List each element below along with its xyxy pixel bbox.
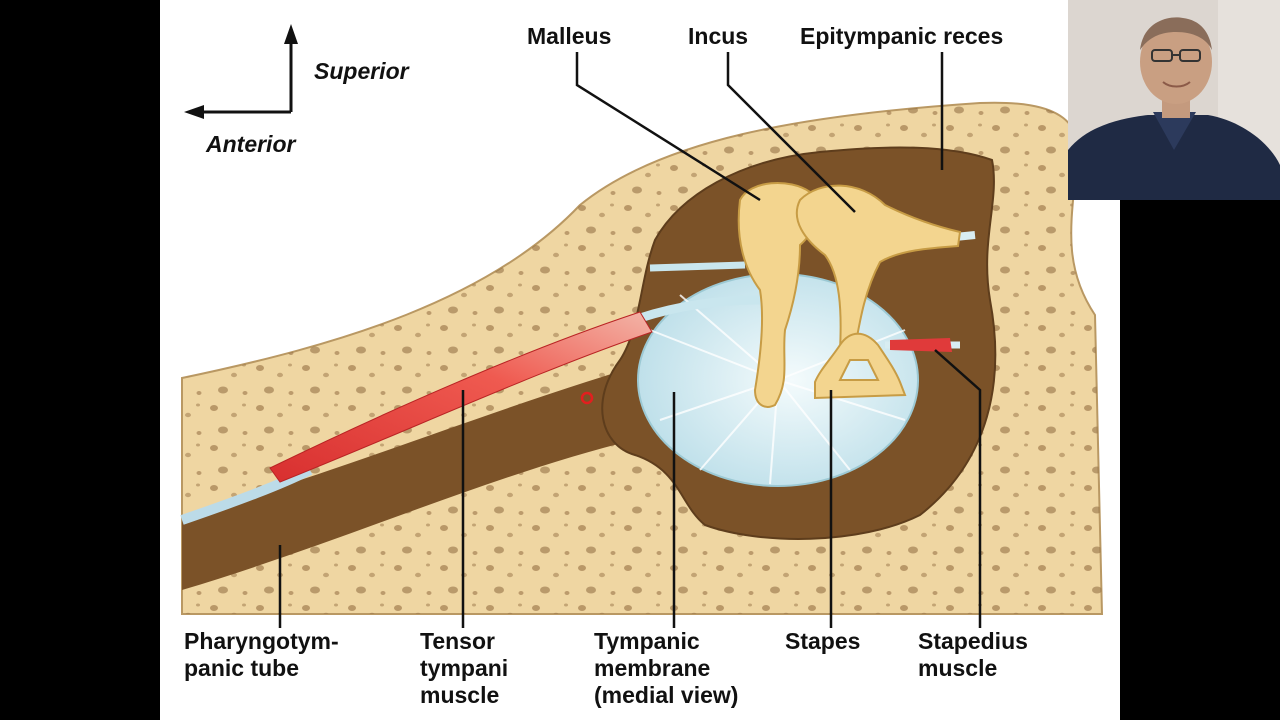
slide: Superior Anterior Malleus Incus Epitympa… <box>160 0 1120 720</box>
stapes-shape <box>814 332 907 400</box>
label-malleus: Malleus <box>527 23 612 49</box>
label-stapedius-muscle: Stapedius muscle <box>918 628 1028 681</box>
leader-lines <box>278 52 982 628</box>
laser-pointer-dot <box>580 391 594 405</box>
presenter-webcam <box>1068 0 1280 200</box>
tendon-upper <box>649 261 746 272</box>
orientation-arrows <box>195 35 293 114</box>
label-superior: Superior <box>314 58 409 84</box>
arrow-left-icon <box>184 105 204 119</box>
label-anterior: Anterior <box>206 131 296 157</box>
label-tympanic-membrane: Tympanic membrane (medial view) <box>594 628 739 708</box>
tube-lining <box>180 465 313 525</box>
label-incus: Incus <box>688 23 749 49</box>
label-stapes: Stapes <box>785 628 861 654</box>
incus-shape <box>795 184 962 352</box>
middle-ear-diagram <box>180 24 1104 628</box>
presenter-video-icon <box>1068 0 1280 200</box>
label-pharyngotympanic-tube: Pharyngotym- panic tube <box>184 628 339 681</box>
label-tensor-tympani-muscle: Tensor tympani muscle <box>420 628 509 708</box>
tensor-tympani-shape <box>269 311 653 483</box>
arrow-up-icon <box>284 24 298 44</box>
pharyngotympanic-tube-shape <box>182 365 655 590</box>
label-epitympanic-recess: Epitympanic reces <box>800 23 1004 49</box>
stapedius-shape <box>890 338 952 352</box>
tensor-tendon <box>638 295 761 323</box>
